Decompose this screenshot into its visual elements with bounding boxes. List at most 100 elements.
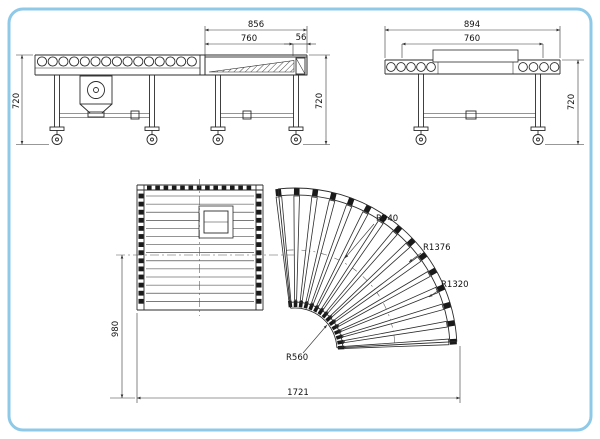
bracket	[246, 185, 252, 190]
foot-plate	[49, 126, 65, 131]
curve-roller-bracket	[293, 188, 300, 195]
curve-roller	[334, 256, 422, 322]
dim-label-856: 856	[248, 20, 264, 30]
bracket	[221, 185, 227, 190]
dim-label-720-right: 720	[567, 94, 577, 110]
caster-hub	[216, 137, 220, 142]
bracket	[230, 185, 235, 190]
bracket	[238, 185, 243, 190]
inner-frame-arc	[290, 307, 338, 348]
inner-roller-arc	[289, 301, 344, 348]
roller-circle	[416, 62, 426, 72]
bracket	[256, 274, 262, 280]
curve-roller-bracket	[428, 267, 438, 276]
bracket	[256, 298, 262, 304]
curve-roller	[316, 211, 369, 307]
bracket	[163, 185, 169, 190]
bracket	[256, 217, 262, 223]
curve-roller-bracket	[293, 300, 298, 307]
curve-roller	[311, 204, 353, 305]
leader-line	[428, 289, 440, 298]
curve-roller-bracket	[363, 204, 372, 214]
curve-roller	[299, 196, 318, 301]
bracket	[256, 250, 262, 256]
curve-end-face	[277, 188, 292, 309]
bracket	[138, 258, 144, 264]
bracket	[205, 185, 210, 190]
junction-box	[242, 110, 252, 120]
bracket	[138, 234, 144, 239]
curve-end-face	[336, 341, 457, 349]
roller-circle	[406, 62, 416, 72]
bracket	[256, 242, 262, 247]
caster-wheel	[51, 134, 63, 145]
foot-plate	[288, 126, 304, 131]
curve-roller	[305, 199, 336, 303]
motor-shaft	[93, 87, 99, 93]
roller-circle	[143, 56, 155, 67]
foot-plate	[413, 126, 429, 131]
bracket	[138, 282, 144, 288]
curve-roller-bracket	[329, 192, 337, 201]
bracket	[256, 290, 262, 296]
bracket	[171, 185, 177, 190]
roller-circle	[386, 62, 396, 72]
leader-line	[302, 324, 328, 354]
bracket	[213, 185, 218, 190]
caster-wheel	[532, 134, 544, 145]
bracket	[138, 226, 144, 231]
leader-line	[344, 223, 375, 259]
dim-label-760-right: 760	[464, 34, 480, 44]
roller-circle	[426, 62, 436, 72]
foot-plate	[210, 126, 226, 131]
curve-roller-bracket	[313, 305, 320, 313]
curve-roller-bracket	[311, 189, 319, 197]
foot-plate	[144, 126, 160, 131]
roller-circle	[36, 56, 48, 67]
roller-circle	[111, 56, 122, 67]
curve-roller-bracket	[337, 339, 345, 345]
roller-circle	[101, 56, 112, 67]
roller-circle	[69, 56, 80, 67]
caster-wheel	[146, 134, 158, 145]
bracket	[138, 217, 144, 223]
bracket	[138, 242, 144, 247]
curve-roller	[321, 220, 384, 310]
motor-pulley	[87, 81, 105, 99]
bracket	[256, 193, 262, 199]
bracket	[196, 185, 202, 190]
roller-circle	[47, 56, 58, 67]
roller-circle	[79, 56, 90, 67]
dim-label-760-left: 760	[241, 34, 257, 44]
bracket	[256, 234, 262, 239]
junction-box	[130, 110, 140, 120]
roller-circle	[58, 56, 69, 67]
curve-roller-bracket	[317, 307, 325, 316]
curve-roller-bracket	[321, 311, 329, 319]
caster-hub	[150, 137, 154, 142]
curve-roller	[293, 195, 300, 301]
drawing-line	[79, 103, 91, 114]
dim-label-56: 56	[296, 33, 307, 43]
belt-wedge	[208, 60, 295, 73]
bracket	[138, 201, 144, 207]
roller-circle	[165, 56, 176, 67]
caster-wheel	[212, 134, 224, 145]
bracket	[138, 298, 144, 304]
drawing-line	[101, 103, 113, 114]
bracket	[256, 266, 262, 272]
elevation-view-left	[16, 26, 330, 145]
roller-circle	[122, 56, 133, 67]
bracket	[138, 266, 144, 272]
junction-box	[465, 110, 477, 120]
bracket	[138, 209, 144, 215]
bracket	[256, 226, 262, 231]
roller-circle	[549, 62, 560, 72]
plan-view-curved-conveyor	[110, 179, 461, 403]
elevation-view-right	[384, 26, 584, 145]
dim-label-980: 980	[111, 321, 121, 337]
dim-label-720-mid: 720	[315, 93, 325, 109]
caster-wheel	[415, 134, 427, 145]
curve-roller-bracket	[331, 324, 339, 331]
